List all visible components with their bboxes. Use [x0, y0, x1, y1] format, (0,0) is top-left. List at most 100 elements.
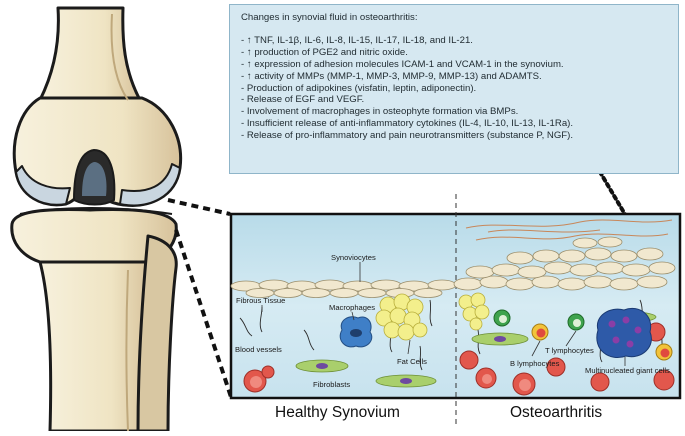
oa-cells [459, 308, 675, 396]
info-box-title: Changes in synovial fluid in osteoarthri… [241, 12, 418, 23]
synoviocyte [558, 249, 586, 263]
leader-fat-cells [407, 339, 411, 355]
synoviocyte [572, 237, 598, 249]
synoviocyte [569, 263, 599, 277]
t-lymphocyte-nucleus [499, 315, 507, 323]
fat-cell [412, 322, 428, 338]
info-line: - Release of pro-inflammatory and pain n… [241, 130, 574, 142]
strand [475, 233, 669, 241]
giant-cell-nucleus [622, 316, 630, 324]
synoviocyte [517, 265, 547, 279]
caption-osteoarthritis: Osteoarthritis [510, 404, 603, 421]
giant-cell-nucleus [626, 340, 634, 348]
label-leaders [261, 262, 626, 366]
oa-fibrous-strands [465, 219, 673, 241]
joint-space [19, 207, 173, 215]
info-line: - ↑ expression of adhesion molecules ICA… [241, 58, 564, 70]
synoviocyte [357, 288, 387, 298]
t-lymphocyte-nucleus [573, 319, 581, 327]
synoviocyte [543, 261, 573, 275]
fat-cell [389, 307, 407, 325]
leader-t-lymphocytes [565, 330, 577, 347]
giant-cell-nucleus [634, 326, 642, 334]
blood-cell [653, 369, 675, 391]
zoom-line-bottom [174, 229, 234, 401]
synoviocyte [595, 261, 625, 275]
leader-b-lymphocytes [531, 340, 541, 357]
label-blood-vessels: Blood vessels [235, 345, 282, 354]
blood-cell [459, 350, 479, 370]
label-fibroblasts: Fibroblasts [313, 380, 351, 389]
b-lymphocyte-nucleus [536, 328, 546, 338]
macrophage-nucleus [350, 329, 362, 337]
synoviocyte [636, 247, 664, 261]
synoviocyte [610, 249, 638, 263]
label-b-lymphocytes: B lymphocytes [510, 359, 560, 368]
fibroblasts-healthy [295, 359, 437, 388]
tibia-shaft [38, 260, 152, 433]
giant-cell [596, 308, 652, 358]
femur-cartilage-right [119, 163, 181, 207]
tibia-shade-line [125, 269, 129, 432]
synoviocyte [413, 288, 443, 298]
blood-cell [261, 365, 275, 379]
knee-joint [10, 6, 183, 433]
info-line: - Insufficient release of anti-inflammat… [241, 118, 574, 130]
synoviocyte [506, 251, 534, 265]
synoviocyte [621, 263, 651, 277]
synoviocyte [597, 236, 623, 248]
blood-cell-inner [482, 374, 492, 384]
fat-cell [469, 317, 483, 331]
info-line: - ↑ TNF, IL-1β, IL-6, IL-8, IL-15, IL-17… [241, 34, 473, 46]
leader-macrophages [351, 311, 355, 321]
fiber [239, 317, 253, 337]
blood-cell-inner [519, 379, 531, 391]
synoviocyte [648, 261, 676, 275]
synoviocyte-layer-oa [453, 236, 676, 291]
synoviocyte [636, 275, 668, 289]
synoviocyte [584, 247, 612, 261]
caption-healthy-synovium: Healthy Synovium [275, 404, 400, 421]
synoviocyte-layer-healthy [230, 279, 457, 298]
synoviocyte [532, 249, 560, 263]
synovial-fluid-info-box: Changes in synovial fluid in osteoarthri… [229, 4, 679, 174]
fiber [303, 329, 315, 351]
fat-cells-healthy [375, 293, 428, 341]
synoviocyte [505, 277, 535, 291]
strand [465, 219, 673, 229]
synoviocyte [453, 277, 483, 291]
femur-cartilage-left [15, 165, 71, 206]
synoviocyte [465, 265, 495, 279]
notch-inner [82, 162, 107, 196]
fibroblast-nucleus [494, 336, 506, 342]
zoom-callout-lines [167, 198, 234, 401]
label-fibrous-tissue: Fibrous Tissue [236, 296, 286, 305]
synoviocyte [557, 277, 587, 291]
synoviocyte [301, 288, 331, 298]
info-line: - Release of EGF and VEGF. [241, 94, 365, 106]
fiber [419, 345, 423, 371]
giant-cell-nucleus [608, 320, 616, 328]
synoviocyte [491, 263, 521, 277]
fiber [429, 299, 433, 327]
fibula [136, 234, 178, 433]
info-line: - ↑ production of PGE2 and nitric oxide. [241, 46, 408, 58]
synoviocyte [329, 288, 359, 298]
fat-cell [383, 321, 401, 339]
b-lymphocyte-nucleus [660, 348, 670, 358]
fat-cells-oa [458, 292, 490, 331]
blood-cell [546, 357, 566, 377]
info-line: - Production of adipokines (visfatin, le… [241, 82, 477, 94]
giant-cell-nucleus [612, 336, 620, 344]
label-fat-cells: Fat Cells [397, 357, 427, 366]
femur-shaft [38, 6, 142, 102]
fat-cell [397, 323, 415, 341]
label-giant-cells: Multinucleated giant cells [585, 366, 670, 375]
blood-vessels-healthy [243, 365, 275, 393]
fat-cell [474, 304, 490, 320]
strand [487, 229, 601, 233]
connector-dotted-line [598, 170, 628, 218]
info-line: - Involvement of macrophages in osteophy… [241, 106, 519, 118]
